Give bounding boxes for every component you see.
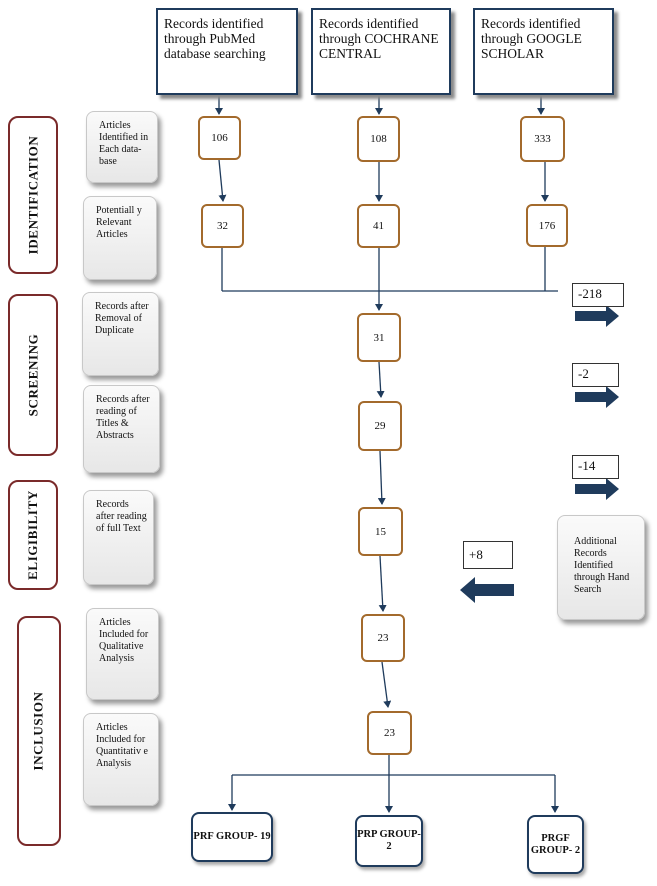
count-box: 23: [367, 711, 412, 755]
count-box: 108: [357, 116, 400, 162]
desc-quantitative-analysis: Articles Included for Quantitativ e Anal…: [83, 713, 159, 806]
desc-label: Records after reading of Titles & Abstra…: [96, 394, 150, 441]
count-value: 41: [373, 220, 384, 232]
group-box-prp: PRP GROUP-2: [355, 815, 423, 867]
addition-value: +8: [469, 547, 483, 562]
deduction-box: -218: [572, 283, 624, 307]
deduction-value: -2: [578, 366, 589, 381]
stage-eligibility: ELIGIBILITY: [8, 480, 58, 590]
count-value: 29: [374, 420, 386, 432]
desc-qualitative-analysis: Articles Included for Qualitative Analys…: [86, 608, 159, 700]
desc-after-full-text: Records after reading of full Text: [83, 490, 154, 585]
desc-identified-each-database: Articles Identified in Each data-base: [86, 111, 158, 183]
deduction-arrow: [575, 386, 619, 408]
source-box-cochrane: Records identified through COCHRANE CENT…: [311, 8, 451, 95]
group-box-prf: PRF GROUP- 19: [191, 812, 273, 862]
deduction-box: -2: [572, 363, 619, 387]
count-box: 41: [357, 204, 400, 248]
count-box: 31: [357, 313, 401, 362]
desc-label: Records after reading of full Text: [96, 499, 147, 534]
count-box: 15: [358, 507, 403, 556]
count-value: 31: [373, 331, 385, 344]
count-value: 23: [377, 632, 389, 644]
stage-label: IDENTIFICATION: [25, 135, 40, 255]
stage-identification: IDENTIFICATION: [8, 116, 58, 274]
deduction-value: -218: [578, 286, 602, 301]
source-box-google-scholar: Records identified through GOOGLE SCHOLA…: [473, 8, 614, 95]
group-box-prgf: PRGF GROUP- 2: [527, 815, 584, 874]
source-label: Records identified through COCHRANE CENT…: [319, 16, 439, 61]
count-box: 106: [198, 116, 241, 160]
desc-label: Articles Identified in Each data-base: [99, 120, 149, 167]
source-label: Records identified through GOOGLE SCHOLA…: [481, 16, 582, 61]
count-value: 176: [538, 219, 556, 232]
desc-hand-search: Additional Records Identified through Ha…: [557, 515, 645, 620]
count-value: 108: [370, 133, 387, 145]
count-box: 29: [358, 401, 402, 451]
group-label: PRF GROUP- 19: [193, 831, 271, 842]
desc-label: Potentiall y Relevant Articles: [96, 205, 142, 240]
count-box: 333: [520, 116, 565, 162]
count-box: 176: [526, 204, 568, 247]
deduction-box: -14: [572, 455, 619, 479]
deduction-value: -14: [578, 458, 596, 473]
count-value: 23: [384, 727, 395, 739]
source-label: Records identified through PubMed databa…: [164, 16, 266, 61]
stage-screening: SCREENING: [8, 294, 58, 456]
addition-box: +8: [463, 541, 513, 569]
desc-label: Additional Records Identified through Ha…: [574, 536, 630, 595]
stage-inclusion: INCLUSION: [17, 616, 61, 846]
desc-label: Articles Included for Quantitativ e Anal…: [96, 722, 148, 769]
desc-after-duplicate-removal: Records after Removal of Duplicate: [82, 292, 159, 376]
desc-label: Articles Included for Qualitative Analys…: [99, 617, 149, 664]
count-value: 106: [211, 132, 228, 144]
desc-potentially-relevant: Potentiall y Relevant Articles: [83, 196, 157, 280]
stage-label: ELIGIBILITY: [25, 490, 41, 580]
count-value: 32: [217, 220, 228, 232]
group-label: PRP GROUP-2: [357, 829, 421, 852]
deduction-arrow: [575, 305, 619, 327]
deduction-arrow: [575, 478, 619, 500]
stage-label: SCREENING: [25, 333, 41, 417]
count-box: 23: [361, 614, 405, 662]
source-box-pubmed: Records identified through PubMed databa…: [156, 8, 298, 95]
count-value: 333: [534, 133, 551, 145]
count-box: 32: [201, 204, 244, 248]
desc-label: Records after Removal of Duplicate: [95, 301, 149, 336]
stage-label: INCLUSION: [31, 691, 46, 771]
addition-arrow: [460, 577, 514, 603]
desc-after-titles-abstracts: Records after reading of Titles & Abstra…: [83, 385, 160, 473]
group-label: PRGF GROUP- 2: [530, 832, 581, 856]
count-value: 15: [375, 525, 386, 538]
